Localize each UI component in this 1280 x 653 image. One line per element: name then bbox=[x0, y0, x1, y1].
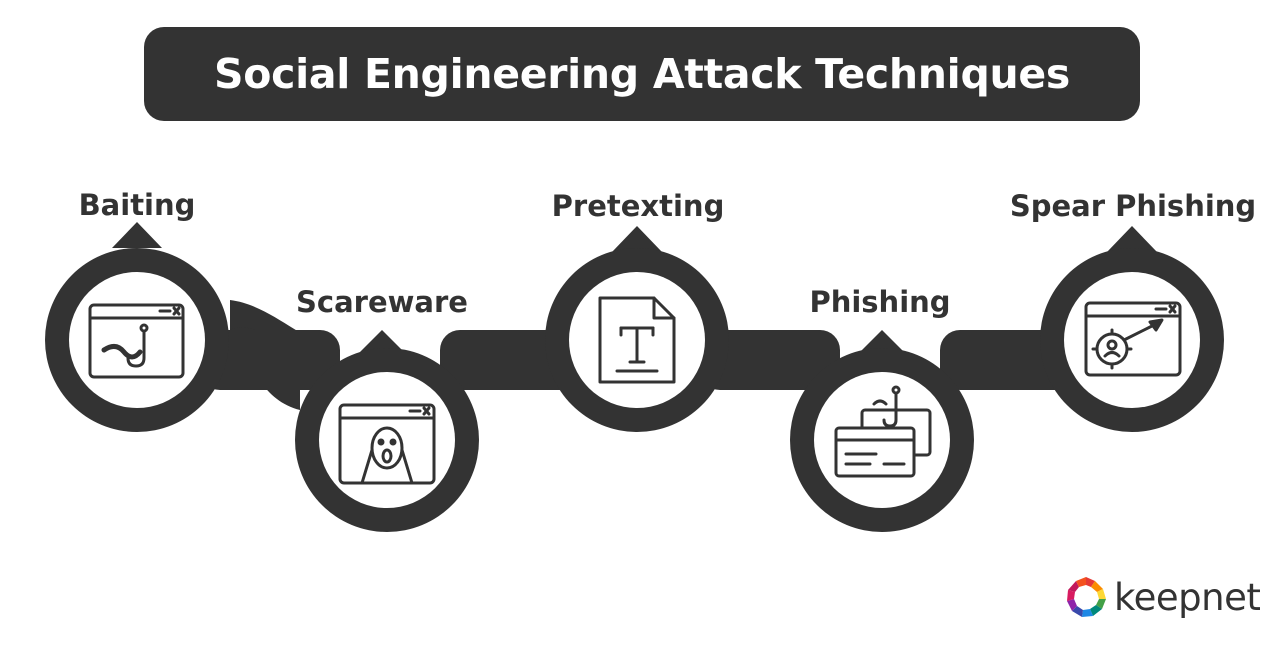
bait-hook-icon bbox=[88, 303, 185, 379]
node-pointer bbox=[612, 226, 662, 252]
node-baiting: Baiting bbox=[45, 188, 229, 432]
node-pointer bbox=[857, 330, 907, 355]
node-spear-phishing: Spear Phishing bbox=[1010, 189, 1256, 432]
diagram-title: Social Engineering Attack Techniques bbox=[214, 50, 1070, 98]
text-document-icon bbox=[598, 296, 676, 384]
phishing-cards-icon bbox=[834, 385, 932, 478]
spear-target-icon bbox=[1084, 301, 1182, 377]
node-pointer bbox=[1107, 226, 1157, 252]
node-pointer bbox=[112, 222, 162, 248]
brand-name: keepnet bbox=[1114, 575, 1261, 619]
keepnet-logo-icon bbox=[1067, 577, 1106, 617]
brand-mark: keepnet bbox=[1062, 571, 1261, 623]
node-pretexting: Pretexting bbox=[545, 189, 729, 432]
node-label-pretexting: Pretexting bbox=[552, 189, 725, 223]
node-label-baiting: Baiting bbox=[79, 188, 196, 222]
node-label-scareware: Scareware bbox=[296, 285, 468, 319]
title-banner: Social Engineering Attack Techniques bbox=[144, 27, 1140, 121]
node-label-phishing: Phishing bbox=[809, 285, 950, 319]
node-phishing: Phishing bbox=[790, 285, 974, 532]
chain-connector bbox=[200, 300, 1080, 410]
node-label-spear-phishing: Spear Phishing bbox=[1010, 189, 1256, 223]
node-scareware: Scareware bbox=[295, 285, 479, 532]
scream-face-icon bbox=[338, 403, 436, 485]
